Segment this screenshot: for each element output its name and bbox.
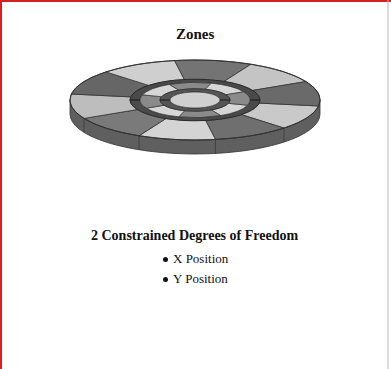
side-seam — [284, 128, 285, 142]
side-seam — [139, 136, 140, 150]
outer-zone — [253, 82, 320, 106]
frame-right — [388, 0, 389, 369]
bullet-item-text: X Position — [173, 251, 228, 267]
frame-left — [0, 0, 2, 369]
frame-top — [0, 0, 391, 2]
subtitle: 2 Constrained Degrees of Freedom — [91, 228, 298, 244]
hub-ring — [160, 89, 230, 111]
bullet-dot — [163, 257, 168, 262]
bullet-item: X Position — [163, 251, 228, 267]
side-seam — [215, 139, 216, 153]
bullet-item-text: Y Position — [173, 271, 228, 287]
title: Zones — [176, 26, 214, 43]
side-seam — [84, 118, 85, 132]
bullet-item: Y Position — [163, 271, 228, 287]
subtitle-text: 2 Constrained Degrees of Freedom — [91, 228, 298, 243]
outer-zone — [70, 94, 137, 118]
hub — [170, 92, 220, 108]
bullet-dot — [163, 277, 168, 282]
disc-rim — [70, 60, 320, 140]
zone-disc — [70, 60, 320, 154]
title-text: Zones — [176, 26, 214, 42]
dark-ring — [130, 79, 260, 121]
